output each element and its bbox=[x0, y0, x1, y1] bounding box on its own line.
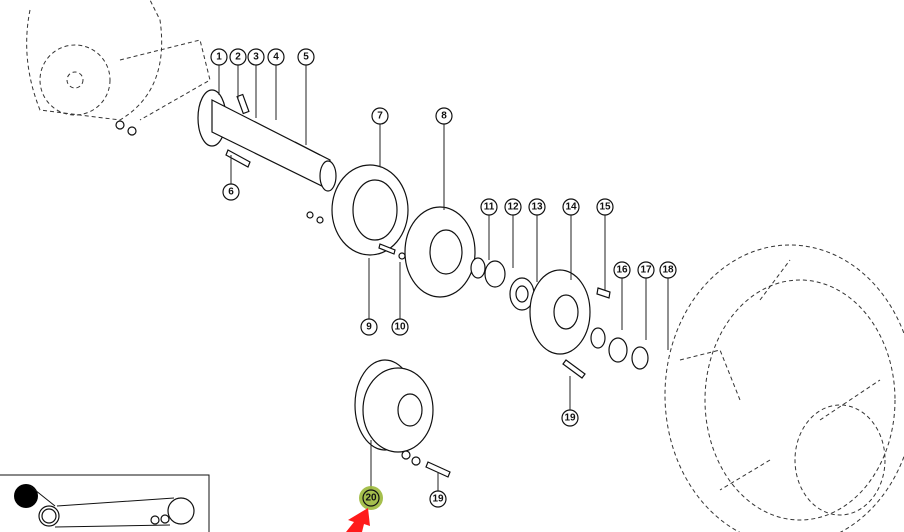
bearing-flange bbox=[404, 206, 476, 298]
svg-text:11: 11 bbox=[484, 202, 495, 213]
callout-7[interactable]: 7 bbox=[371, 107, 389, 125]
belt-layout-inset bbox=[0, 474, 210, 532]
bearing-cover bbox=[529, 269, 649, 379]
callout-lines bbox=[218, 64, 669, 492]
callout-3[interactable]: 3 bbox=[247, 48, 265, 66]
callout-10[interactable]: 10 bbox=[391, 318, 409, 336]
svg-text:16: 16 bbox=[616, 265, 628, 276]
callout-17[interactable]: 17 bbox=[637, 261, 655, 279]
svg-text:20: 20 bbox=[365, 493, 377, 504]
svg-text:8: 8 bbox=[441, 111, 447, 122]
svg-text:14: 14 bbox=[565, 202, 577, 213]
svg-text:9: 9 bbox=[366, 322, 372, 333]
callout-12[interactable]: 12 bbox=[504, 198, 522, 216]
callout-6[interactable]: 6 bbox=[222, 183, 240, 201]
svg-text:19: 19 bbox=[432, 494, 444, 505]
svg-text:13: 13 bbox=[531, 202, 543, 213]
svg-text:10: 10 bbox=[394, 322, 406, 333]
callout-13[interactable]: 13 bbox=[528, 198, 546, 216]
wheel-outline bbox=[664, 244, 904, 532]
callout-20-highlighted[interactable]: 20 bbox=[359, 486, 383, 510]
callout-19[interactable]: 19 bbox=[561, 409, 579, 427]
callout-11[interactable]: 11 bbox=[480, 198, 498, 216]
seal-ring bbox=[306, 164, 409, 260]
svg-text:7: 7 bbox=[377, 111, 383, 122]
callout-1[interactable]: 1 bbox=[210, 48, 228, 66]
callout-15[interactable]: 15 bbox=[596, 198, 614, 216]
svg-text:1: 1 bbox=[216, 52, 222, 63]
callout-16[interactable]: 16 bbox=[613, 261, 631, 279]
bearing-housing bbox=[354, 359, 451, 478]
callout-4[interactable]: 4 bbox=[267, 48, 285, 66]
svg-text:12: 12 bbox=[507, 202, 519, 213]
svg-text:15: 15 bbox=[599, 202, 611, 213]
svg-text:3: 3 bbox=[253, 52, 259, 63]
bearing-parts bbox=[470, 257, 535, 311]
svg-text:19: 19 bbox=[564, 413, 576, 424]
callout-14[interactable]: 14 bbox=[562, 198, 580, 216]
svg-text:4: 4 bbox=[273, 52, 279, 63]
callout-8[interactable]: 8 bbox=[435, 107, 453, 125]
callout-9[interactable]: 9 bbox=[360, 318, 378, 336]
callout-19-lower[interactable]: 19 bbox=[429, 490, 447, 508]
drive-shaft bbox=[197, 89, 337, 192]
gearbox-housing-outline bbox=[26, 0, 211, 136]
svg-text:2: 2 bbox=[235, 52, 241, 63]
callout-2[interactable]: 2 bbox=[229, 48, 247, 66]
svg-text:6: 6 bbox=[228, 187, 234, 198]
red-pointer-arrow-icon bbox=[346, 508, 370, 532]
callout-18[interactable]: 18 bbox=[659, 261, 677, 279]
svg-text:5: 5 bbox=[303, 52, 309, 63]
svg-text:18: 18 bbox=[662, 265, 674, 276]
svg-text:17: 17 bbox=[640, 265, 652, 276]
callout-5[interactable]: 5 bbox=[297, 48, 315, 66]
